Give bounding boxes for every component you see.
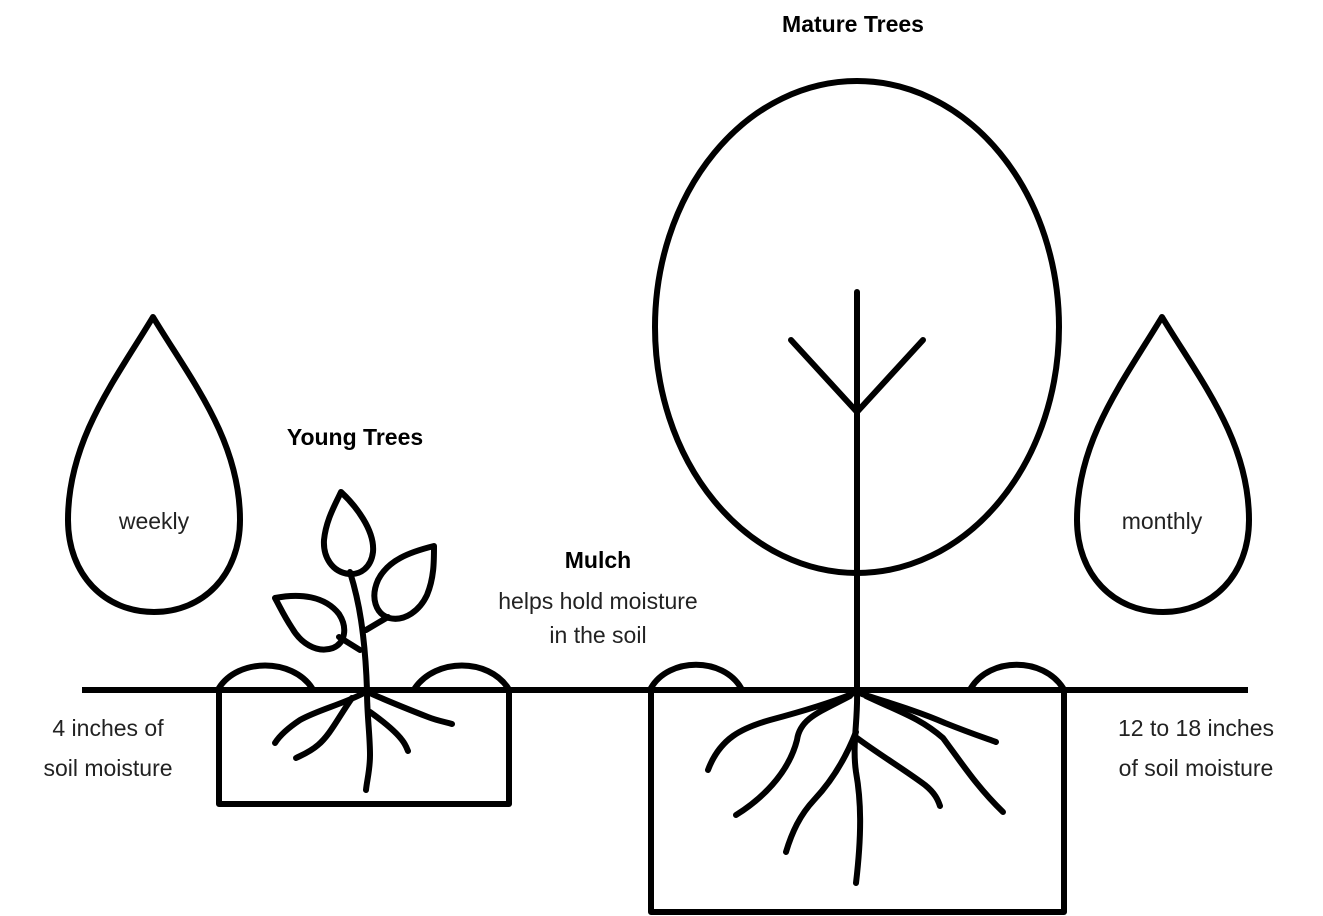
weekly-label: weekly bbox=[104, 507, 204, 536]
monthly-label: monthly bbox=[1102, 507, 1222, 536]
mature-tree-icon bbox=[655, 81, 1059, 883]
monthly-drop-icon bbox=[1077, 317, 1249, 612]
mulch-mound-2 bbox=[415, 666, 508, 689]
mulch-title: Mulch bbox=[538, 546, 658, 575]
mulch-mound-4 bbox=[971, 665, 1063, 688]
young-trees-title: Young Trees bbox=[255, 423, 455, 452]
weekly-drop-icon bbox=[68, 317, 240, 612]
young-depth-line1: 4 inches of bbox=[18, 714, 198, 743]
young-depth-line2: soil moisture bbox=[18, 754, 198, 783]
mature-trees-title: Mature Trees bbox=[758, 10, 948, 39]
young-tree-icon bbox=[275, 492, 452, 790]
mulch-mound-3 bbox=[651, 665, 741, 688]
mature-depth-line2: of soil moisture bbox=[1086, 754, 1306, 783]
mulch-description-line1: helps hold moisture bbox=[463, 587, 733, 616]
mulch-description-line2: in the soil bbox=[463, 621, 733, 650]
mulch-mound-1 bbox=[219, 666, 312, 689]
mature-depth-line1: 12 to 18 inches bbox=[1086, 714, 1306, 743]
